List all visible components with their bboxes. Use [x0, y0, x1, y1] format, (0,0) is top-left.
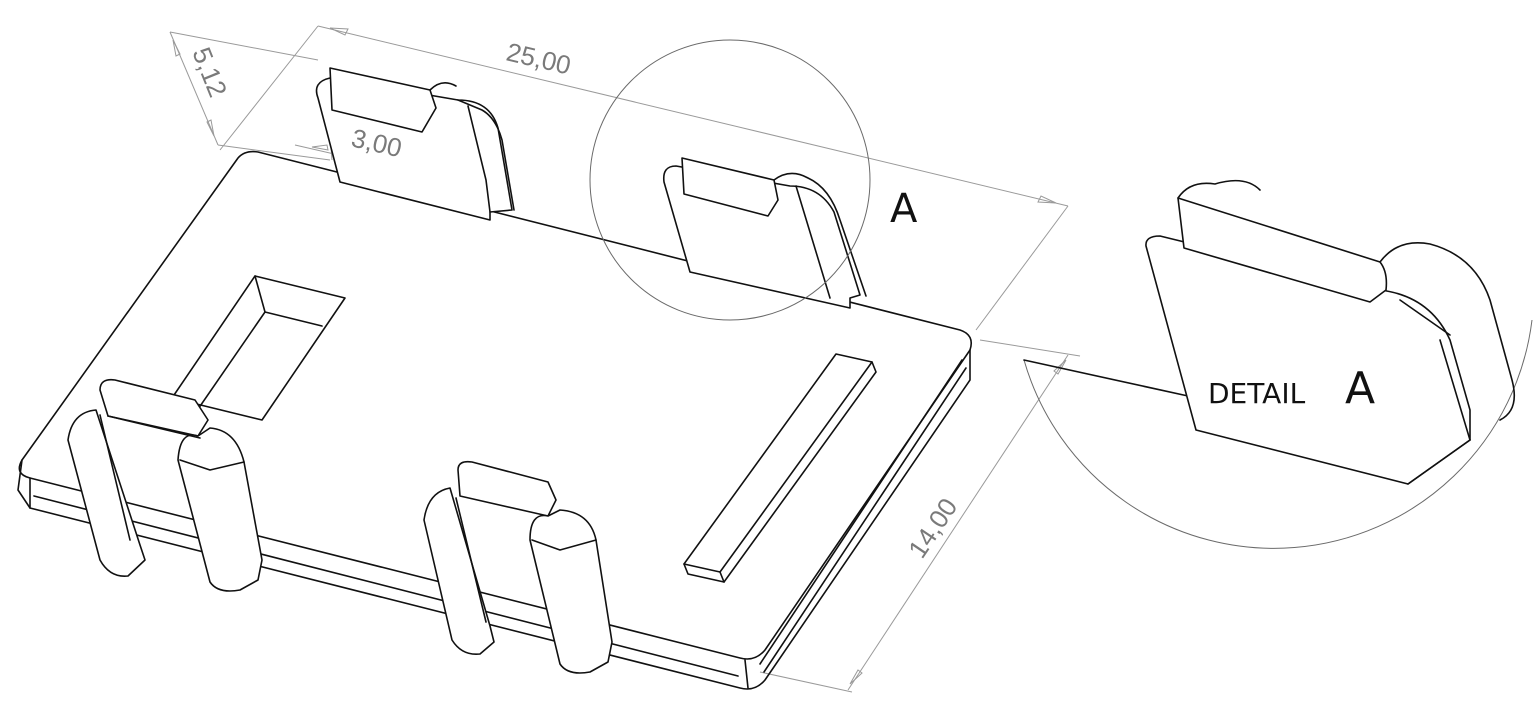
rib: [683, 353, 877, 583]
clip-bottom-left: [67, 378, 263, 592]
dimension-clip-height: 5,12: [186, 43, 233, 101]
clip-top-right: [662, 157, 867, 309]
detail-title-prefix: DETAIL: [1208, 377, 1306, 410]
detail-view: DETAIL A: [1023, 179, 1533, 549]
detail-circle: [589, 39, 871, 321]
detail-marker-label: A: [890, 186, 918, 232]
clip-top-left: [315, 67, 515, 221]
detail-title-letter: A: [1345, 363, 1375, 414]
clip-bottom-middle: [423, 460, 613, 674]
dimension-overall-length: 25,00: [504, 37, 574, 81]
detail-callout: A: [589, 39, 918, 321]
